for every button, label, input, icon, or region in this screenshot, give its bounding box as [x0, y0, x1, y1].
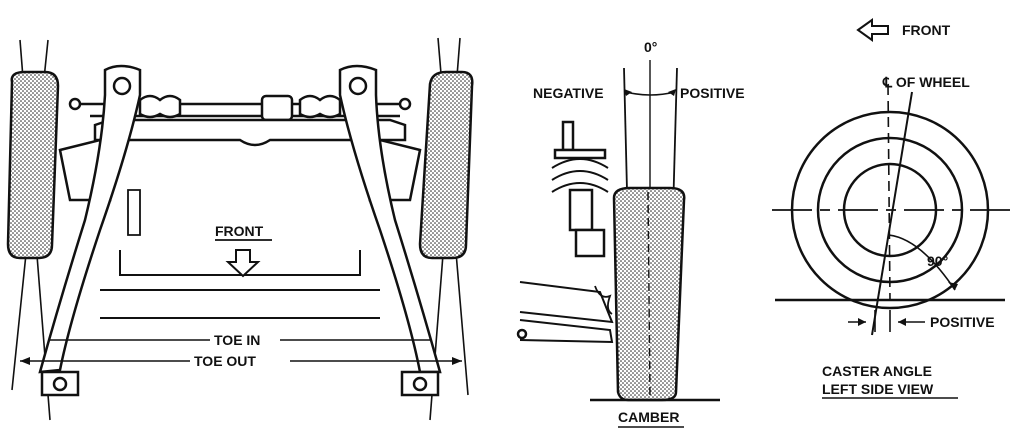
camber-zero-label: 0° [644, 39, 657, 55]
toe-out-label: TOE OUT [194, 353, 256, 369]
caster-diagram [772, 18, 1010, 399]
caster-title-line1: CASTER ANGLE [822, 363, 932, 379]
caster-angle-label: 90° [927, 253, 948, 269]
toe-in-label: TOE IN [214, 332, 260, 348]
right-front-tire [418, 70, 474, 260]
camber-title: CAMBER [618, 409, 679, 425]
camber-negative-label: NEGATIVE [533, 85, 604, 101]
caster-wheel-centerline-label: ℄ OF WHEEL [882, 74, 970, 90]
caster-front-label: FRONT [902, 22, 951, 38]
toe-diagram [6, 37, 474, 421]
front-arrow-icon [856, 18, 889, 42]
left-front-tire [6, 70, 60, 260]
toe-front-label: FRONT [215, 223, 264, 239]
front-arrow-icon [225, 249, 261, 278]
camber-positive-label: POSITIVE [680, 85, 745, 101]
caster-positive-label: POSITIVE [930, 314, 995, 330]
camber-diagram [516, 60, 720, 428]
caster-title-line2: LEFT SIDE VIEW [822, 381, 934, 397]
